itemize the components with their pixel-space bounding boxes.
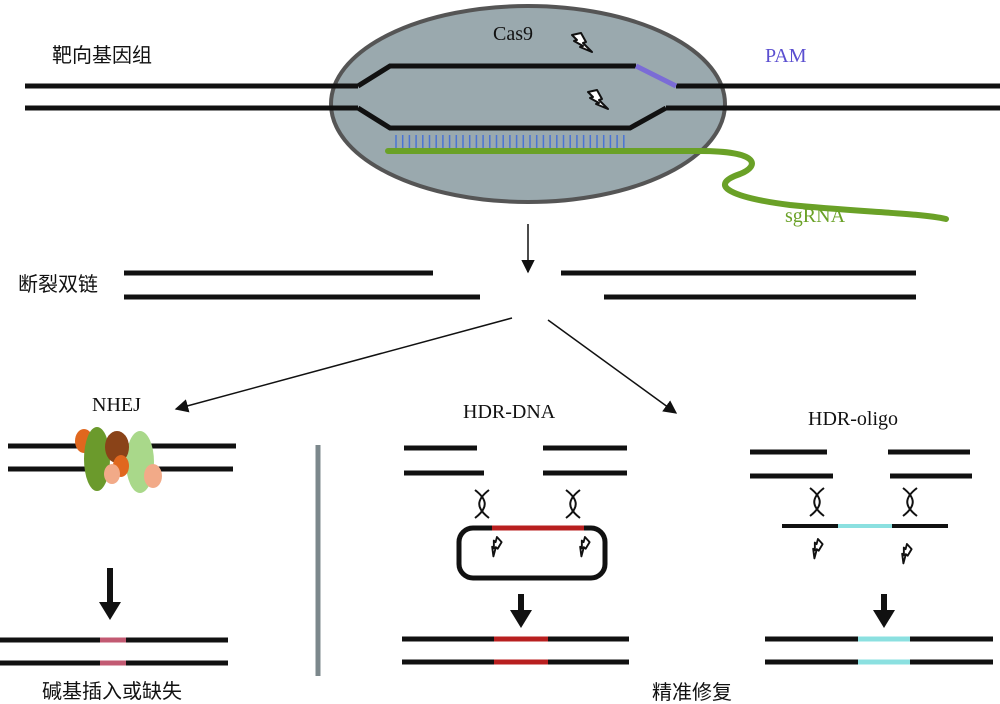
hdr-oligo-result bbox=[765, 636, 993, 665]
lightning-bolt-icon bbox=[571, 32, 593, 53]
hdr-oligo-label: HDR-oligo bbox=[808, 408, 898, 430]
lightning-bolt-icon bbox=[579, 536, 591, 558]
arrow-icon bbox=[174, 317, 513, 413]
target-genome-section: 靶向基因组 PAM sgRNA Cas9 bbox=[25, 4, 1000, 227]
nhej-protein-complex bbox=[75, 427, 162, 493]
hdr-dna-label: HDR-DNA bbox=[463, 401, 556, 423]
sgrna-strand bbox=[385, 148, 949, 222]
cross-x-icon bbox=[902, 487, 918, 517]
indel-result bbox=[0, 637, 228, 666]
cross-x-icon bbox=[565, 489, 581, 519]
pam-label: PAM bbox=[765, 45, 807, 67]
double-strand-break-label: 断裂双链 bbox=[18, 272, 98, 296]
nhej-section: NHEJ 碱基插入或缺失 bbox=[0, 394, 236, 703]
lightning-bolt-icon bbox=[491, 536, 503, 558]
hdr-oligo-section: HDR-oligo bbox=[750, 408, 993, 665]
indel-label: 碱基插入或缺失 bbox=[42, 679, 182, 703]
sgrna-label: sgRNA bbox=[785, 205, 846, 227]
lightning-bolt-icon bbox=[901, 543, 913, 565]
pam-segment bbox=[634, 63, 678, 89]
nhej-label: NHEJ bbox=[92, 394, 141, 416]
lightning-bolt-icon bbox=[587, 89, 609, 110]
precise-repair-label: 精准修复 bbox=[652, 680, 732, 704]
arrow-icon bbox=[547, 319, 678, 414]
dna-top-strand bbox=[25, 63, 1000, 89]
dna-bottom-strand bbox=[25, 105, 1000, 131]
target-genome-label: 靶向基因组 bbox=[52, 43, 152, 67]
hdr-dna-result bbox=[402, 636, 629, 665]
arrow-icon bbox=[510, 594, 532, 628]
cross-x-icon bbox=[474, 489, 490, 519]
cross-x-icon bbox=[809, 487, 825, 517]
hdr-dna-section: HDR-DNA bbox=[402, 401, 629, 665]
double-strand-break-section: 断裂双链 bbox=[18, 270, 916, 300]
arrow-icon bbox=[873, 594, 895, 628]
sgrna-spacer-ticks bbox=[395, 135, 625, 148]
cas9-label: Cas9 bbox=[493, 23, 533, 45]
arrow-icon bbox=[99, 568, 121, 620]
lightning-bolt-icon bbox=[812, 538, 824, 560]
